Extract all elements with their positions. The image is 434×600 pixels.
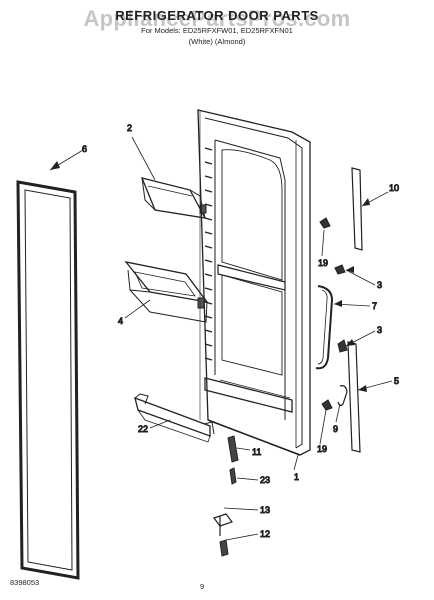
document-number: 8398053 xyxy=(10,578,40,587)
model-list: For Models: ED25RFXFW01, ED25RFXFN01 xyxy=(141,26,293,35)
callout-19-upper: 19 xyxy=(318,258,328,268)
door-shelf-rail xyxy=(134,393,215,443)
callout-4: 4 xyxy=(118,316,123,326)
callout-1: 1 xyxy=(294,472,299,482)
door-handle xyxy=(315,285,334,370)
watermark: AppliancePartsPros.com xyxy=(83,6,351,31)
callout-6: 6 xyxy=(82,144,87,154)
door-trim-top xyxy=(351,167,363,251)
callout-9: 9 xyxy=(333,424,338,434)
model-colors: (White) (Almond) xyxy=(188,37,246,46)
door-gasket xyxy=(16,180,80,580)
page-number: 9 xyxy=(200,582,205,591)
callout-2: 2 xyxy=(127,123,132,133)
callout-19-lower: 19 xyxy=(317,444,327,454)
leader-lines xyxy=(49,136,393,541)
callout-3-upper: 3 xyxy=(377,280,382,290)
callout-5: 5 xyxy=(394,376,399,386)
door-liner-assembly xyxy=(197,109,311,456)
door-trim-bottom xyxy=(347,341,361,453)
callout-12: 12 xyxy=(260,529,270,539)
callout-13: 13 xyxy=(260,505,270,515)
hinge-parts xyxy=(213,435,239,557)
callout-7: 7 xyxy=(372,301,377,311)
callout-3-lower: 3 xyxy=(377,325,382,335)
door-bin xyxy=(124,261,209,323)
handle-clip xyxy=(337,385,348,407)
callout-11: 11 xyxy=(252,447,261,457)
arrowheads xyxy=(50,161,370,392)
door-shelf-bin xyxy=(140,177,207,219)
screws xyxy=(319,217,348,411)
callout-23: 23 xyxy=(260,475,270,485)
callout-10: 10 xyxy=(389,183,399,193)
page-title: REFRIGERATOR DOOR PARTS xyxy=(115,8,319,23)
callout-22: 22 xyxy=(138,424,148,434)
